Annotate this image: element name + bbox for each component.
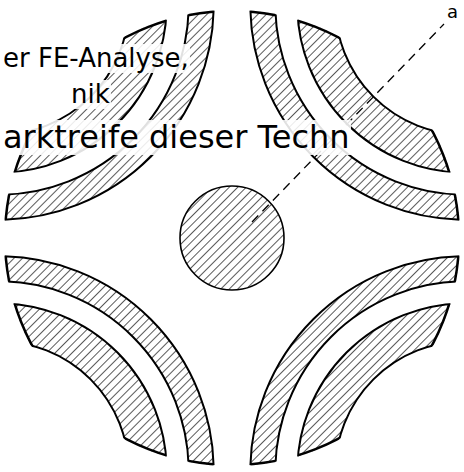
overlay-text: nik	[70, 80, 111, 109]
rotor-rim	[5, 11, 459, 465]
overlay-text: er FE-Analyse,	[2, 44, 190, 73]
shaft	[180, 186, 284, 290]
callout-letter: a	[446, 2, 459, 22]
overlay-text: arktreife dieser Techn	[2, 120, 351, 155]
